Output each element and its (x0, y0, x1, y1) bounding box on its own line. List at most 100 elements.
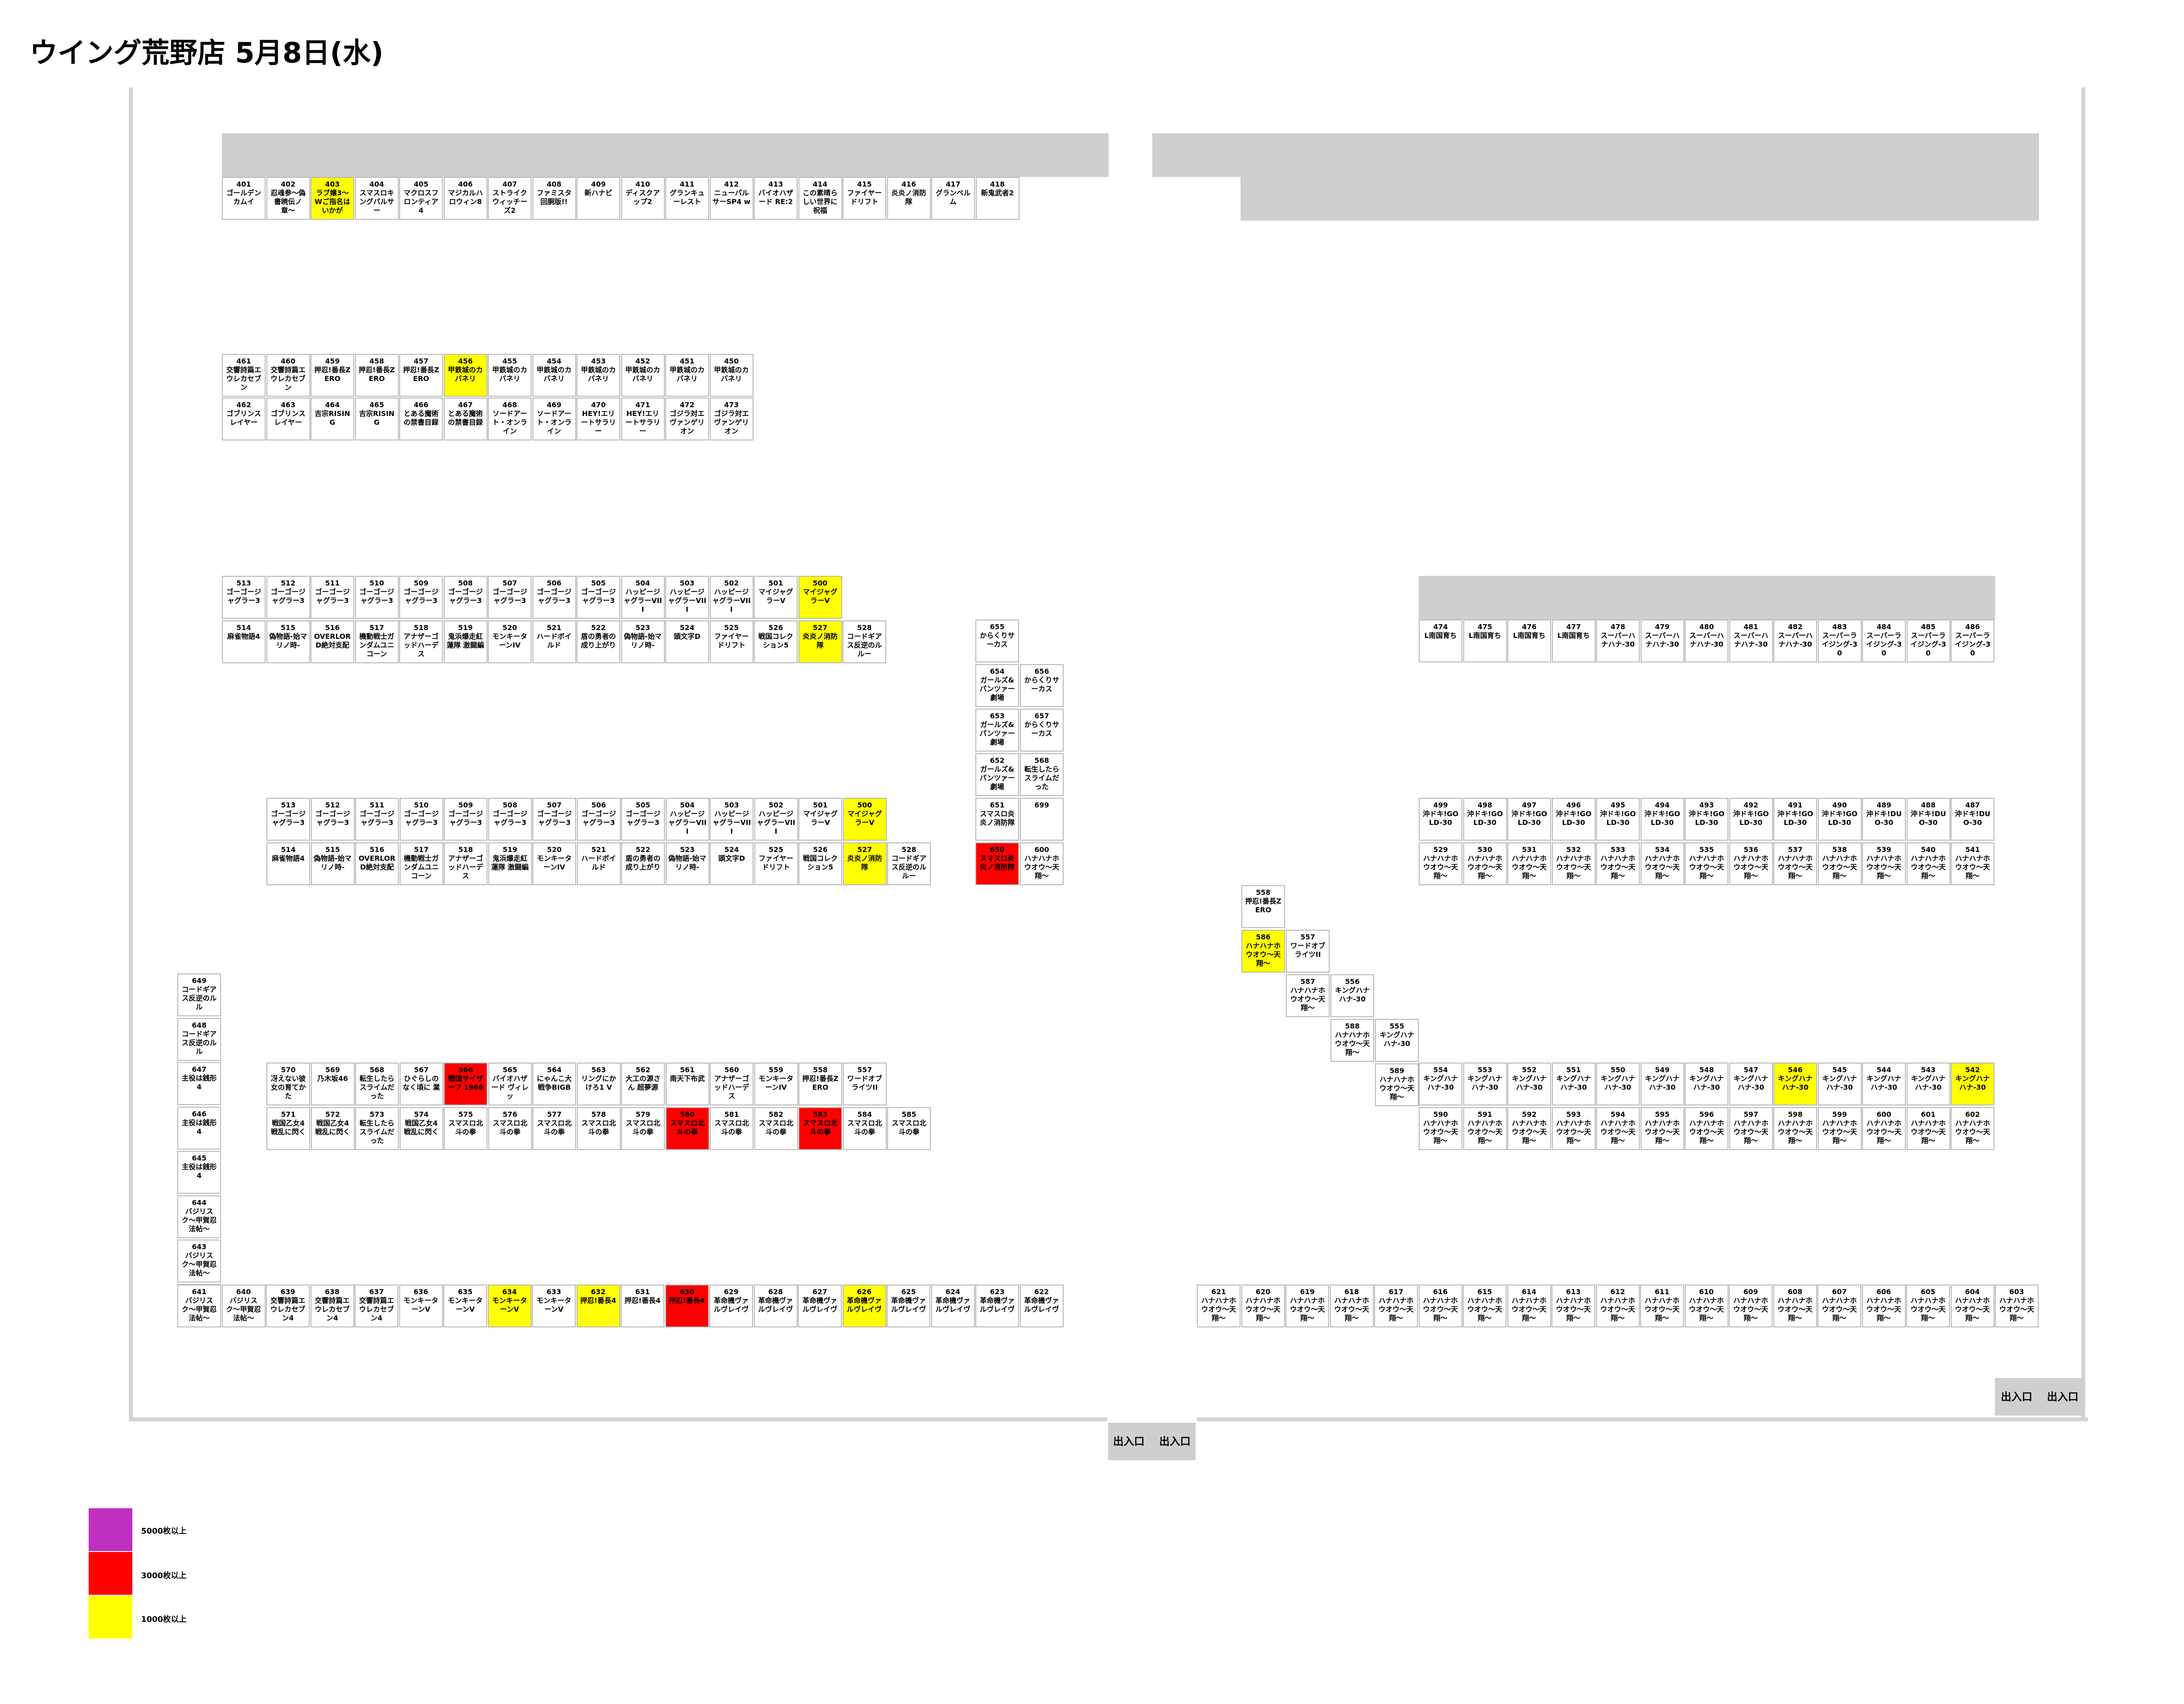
machine-number: 518 (458, 845, 473, 854)
machine-number: 485 (1921, 623, 1936, 631)
machine-number: 639 (280, 1288, 295, 1296)
machine-title: ハナハナホウオウ〜天翔〜 (1689, 1296, 1724, 1322)
machine-title: ハナハナホウオウ〜天翔〜 (1911, 1119, 1946, 1145)
machine-number: 497 (1522, 801, 1537, 809)
machine-title: スーパーハナハナ-30 (1778, 631, 1813, 648)
machine-title: ハナハナホウオウ〜天翔〜 (1777, 1296, 1813, 1322)
machine-number: 588 (1345, 1022, 1360, 1030)
machine-title: 吉宗RISING (359, 409, 395, 426)
machine-title: ゴーゴージャグラー3 (271, 810, 306, 827)
machine-number: 641 (192, 1288, 207, 1296)
machine-title: ゴーゴージャグラー3 (581, 588, 616, 605)
machine-number: 404 (369, 180, 384, 188)
machine-number: 538 (1832, 845, 1847, 854)
machine-number: 537 (1788, 845, 1803, 854)
machine-title: マジカルハロウィン8 (448, 189, 483, 206)
machine-number: 535 (1699, 845, 1714, 854)
machine-number: 562 (636, 1066, 650, 1074)
machine-title: マイジャグラーV (758, 588, 793, 605)
machine-title: 沖ドキ!DUO-30 (1910, 810, 1946, 827)
machine-number: 654 (990, 667, 1005, 675)
machine-number: 610 (1699, 1288, 1714, 1296)
machine-title: スマスロキングパルサー (359, 189, 394, 215)
machine-number: 467 (458, 401, 473, 409)
machine-number: 510 (414, 801, 429, 809)
machine-title: 南天下布武 (670, 1074, 705, 1083)
machine-title: ハナハナホウオウ〜天翔〜 (1955, 1119, 1990, 1145)
machine-title: バジリスク〜甲賀忍法帖〜 (181, 1296, 217, 1322)
machine-title: グランベルム (935, 189, 971, 206)
machine-number: 644 (192, 1198, 207, 1207)
machine-title: ハナハナホウオウ〜天翔〜 (1467, 854, 1503, 880)
machine-title: 新ハナビ (584, 189, 612, 197)
exit-right[interactable]: 出入口 出入口 (1995, 1378, 2084, 1416)
machine-title: ハナハナホウオウ〜天翔〜 (1334, 1296, 1369, 1322)
machine-number: 583 (813, 1110, 828, 1119)
legend-swatch-1000 (89, 1596, 132, 1638)
machine-number: 503 (680, 579, 695, 587)
machine-title: ハナハナホウオウ〜天翔〜 (1290, 986, 1325, 1012)
machine-number: 647 (192, 1065, 207, 1074)
machine-title: スマスロ北斗の拳 (670, 1119, 705, 1136)
machine-title: 沖ドキ!GOLD-30 (1467, 810, 1503, 827)
machine-number: 479 (1655, 623, 1670, 631)
machine-title: ソードアート・オンライン (536, 409, 572, 435)
machine-number: 568 (1034, 756, 1049, 765)
machine-number: 462 (236, 401, 251, 409)
machine-number: 524 (724, 845, 739, 854)
machine-title: 主役は銭形4 (181, 1118, 217, 1136)
machine-title: スーパーハナハナ-30 (1733, 631, 1769, 648)
machine-title: からくりサーカス (1024, 676, 1059, 693)
machine-number: 401 (236, 180, 251, 188)
exit-left[interactable]: 出入口 出入口 (1108, 1423, 1196, 1460)
machine-number: 490 (1832, 801, 1847, 809)
machine-number: 603 (2009, 1288, 2024, 1296)
counter-area-top-left (222, 133, 1109, 177)
machine-number: 458 (369, 357, 384, 365)
machine-title: ハナハナホウオウ〜天翔〜 (1289, 1296, 1325, 1322)
machine-number: 565 (502, 1066, 518, 1074)
machine-number: 495 (1610, 801, 1625, 809)
machine-title: 沖ドキ!GOLD-30 (1422, 810, 1459, 827)
machine-number: 573 (370, 1110, 384, 1119)
machine-title: ハナハナホウオウ〜天翔〜 (1024, 854, 1059, 880)
page-title: ウイング荒野店 5月8日(水) (30, 37, 384, 69)
machine-title: ファイヤードリフト (847, 189, 882, 206)
machine-number: 494 (1655, 801, 1670, 809)
machine-number: 649 (192, 977, 207, 985)
machine-title: コードギアス反逆のルルー (847, 632, 882, 658)
machine-title: ゴーゴージャグラー3 (315, 810, 350, 827)
machine-number: 500 (857, 801, 872, 809)
